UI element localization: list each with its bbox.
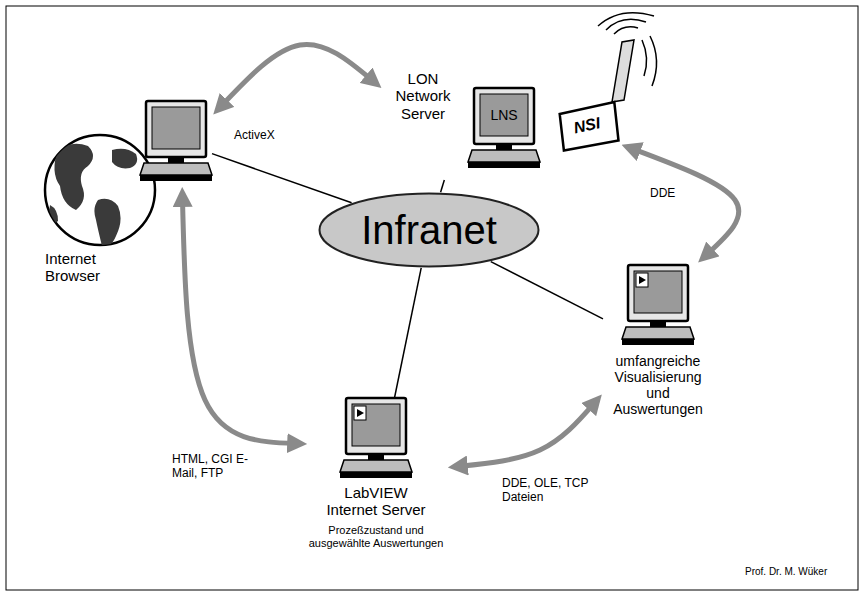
data-exchange-arrow	[182, 199, 295, 444]
network-card: NSI	[552, 100, 622, 152]
data-exchange-arrow	[221, 44, 372, 105]
edge-label: DDE, OLE, TCP Dateien	[500, 476, 604, 505]
node-label: Infranet	[361, 207, 497, 253]
computer-symbol	[340, 398, 412, 478]
network-line	[441, 180, 445, 192]
edge-label: HTML, CGI E-Mail, FTP	[170, 452, 254, 481]
node-outline	[140, 95, 212, 187]
node-caption: LON Network Server	[383, 70, 463, 122]
globe-symbol	[45, 135, 155, 247]
node-outline	[383, 68, 540, 180]
network-line	[394, 268, 421, 398]
visualisation-computer: umfangreiche Visualisierung und Auswertu…	[603, 265, 715, 430]
node-label: LabVIEW Internet Server	[318, 484, 434, 519]
antenna-symbol	[598, 13, 657, 102]
data-exchange-arrow	[460, 404, 594, 467]
author-note: Prof. Dr. M. Wüker	[745, 566, 827, 577]
node-label: umfangreiche Visualisierung und Auswertu…	[603, 353, 713, 417]
data-exchange-arrow	[633, 149, 739, 254]
edge-label: ActiveX	[232, 128, 277, 142]
server-computer: LNS LON Network Server	[383, 68, 540, 180]
node-caption: Prozeßzustand und ausgewählte Auswertung…	[306, 524, 446, 549]
computer-symbol	[622, 265, 694, 345]
edge-label: DDE	[648, 186, 677, 200]
node-label: Internet Browser	[45, 250, 120, 285]
labview-computer: LabVIEW Internet ServerProzeßzustand und…	[306, 398, 448, 568]
frame-border	[6, 6, 858, 590]
network-ellipse: Infranet	[318, 192, 540, 268]
network-line	[491, 262, 603, 319]
network-line	[212, 154, 352, 203]
browser-computer: Internet Browser	[140, 95, 212, 187]
node-label: LNS	[480, 94, 528, 136]
computer-symbol	[468, 88, 540, 168]
computer-symbol	[140, 101, 212, 181]
